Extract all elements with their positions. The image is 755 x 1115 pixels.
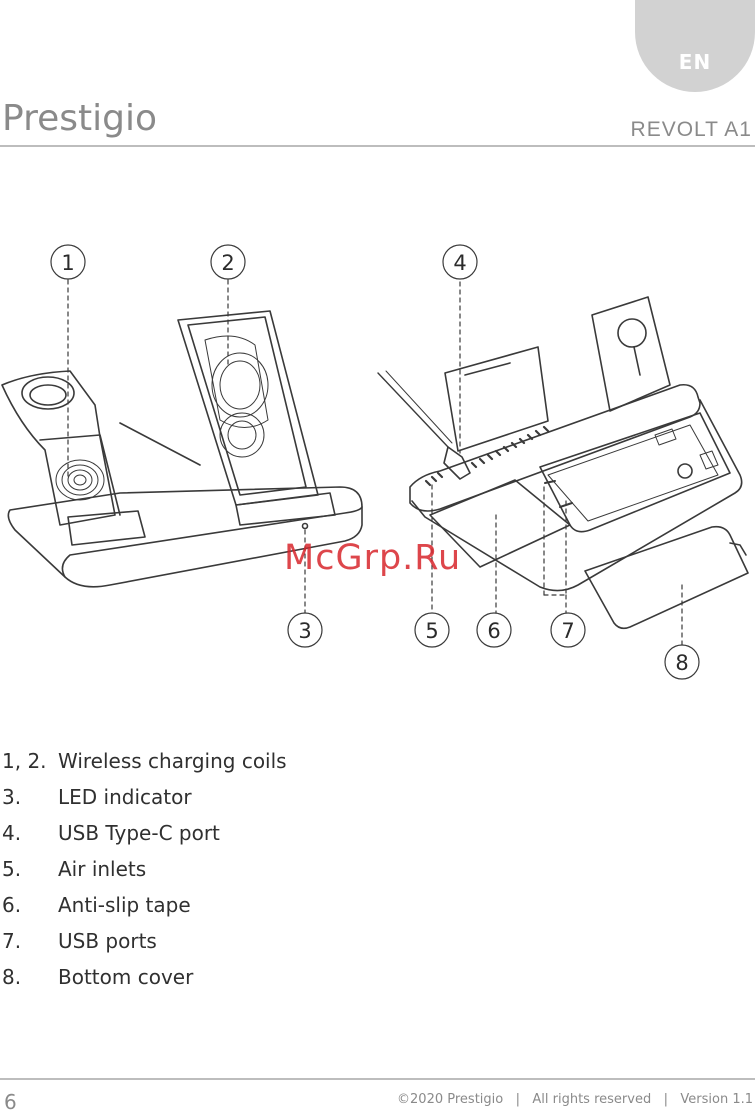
footer-text: ©2020 Prestigio | All rights reserved | … <box>397 1092 753 1107</box>
legend-description: Wireless charging coils <box>58 743 287 779</box>
callout-4: 4 <box>453 251 466 275</box>
legend-description: USB Type-C port <box>58 815 220 851</box>
callout-5: 5 <box>425 619 438 643</box>
legend-number: 5. <box>2 851 21 887</box>
product-diagram: 1 2 4 3 5 6 7 8 <box>0 225 755 695</box>
legend-number: 1, 2. <box>2 743 47 779</box>
legend-number: 7. <box>2 923 21 959</box>
language-badge: EN <box>635 0 755 92</box>
legend-number: 4. <box>2 815 21 851</box>
legend-item: 1, 2. Wireless charging coils <box>0 743 755 779</box>
watermark: McGrp.Ru <box>284 538 461 578</box>
legend-description: LED indicator <box>58 779 192 815</box>
callout-8: 8 <box>675 651 688 675</box>
coil-left <box>56 460 104 500</box>
legend-item: 6. Anti-slip tape <box>0 887 755 923</box>
language-label: EN <box>635 50 755 74</box>
legend-number: 6. <box>2 887 21 923</box>
leader-lines <box>68 280 682 645</box>
legend-description: USB ports <box>58 923 157 959</box>
callout-7: 7 <box>561 619 574 643</box>
header-divider <box>0 145 755 147</box>
legend-item: 3. LED indicator <box>0 779 755 815</box>
legend-item: 7. USB ports <box>0 923 755 959</box>
callout-1: 1 <box>61 251 74 275</box>
callout-3: 3 <box>298 619 311 643</box>
callout-6: 6 <box>487 619 500 643</box>
legend-number: 8. <box>2 959 21 995</box>
footer-divider <box>0 1078 755 1080</box>
page-number: 6 <box>4 1090 17 1114</box>
legend-item: 5. Air inlets <box>0 851 755 887</box>
parts-legend: 1, 2. Wireless charging coils 3. LED ind… <box>0 743 755 995</box>
charger-rear-view <box>378 297 748 628</box>
legend-item: 4. USB Type-C port <box>0 815 755 851</box>
legend-number: 3. <box>2 779 21 815</box>
callout-2: 2 <box>221 251 234 275</box>
brand-logo: Prestigio <box>2 98 157 139</box>
legend-description: Air inlets <box>58 851 146 887</box>
legend-description: Anti-slip tape <box>58 887 191 923</box>
legend-item: 8. Bottom cover <box>0 959 755 995</box>
model-name: REVOLT A1 <box>631 118 752 142</box>
legend-description: Bottom cover <box>58 959 193 995</box>
